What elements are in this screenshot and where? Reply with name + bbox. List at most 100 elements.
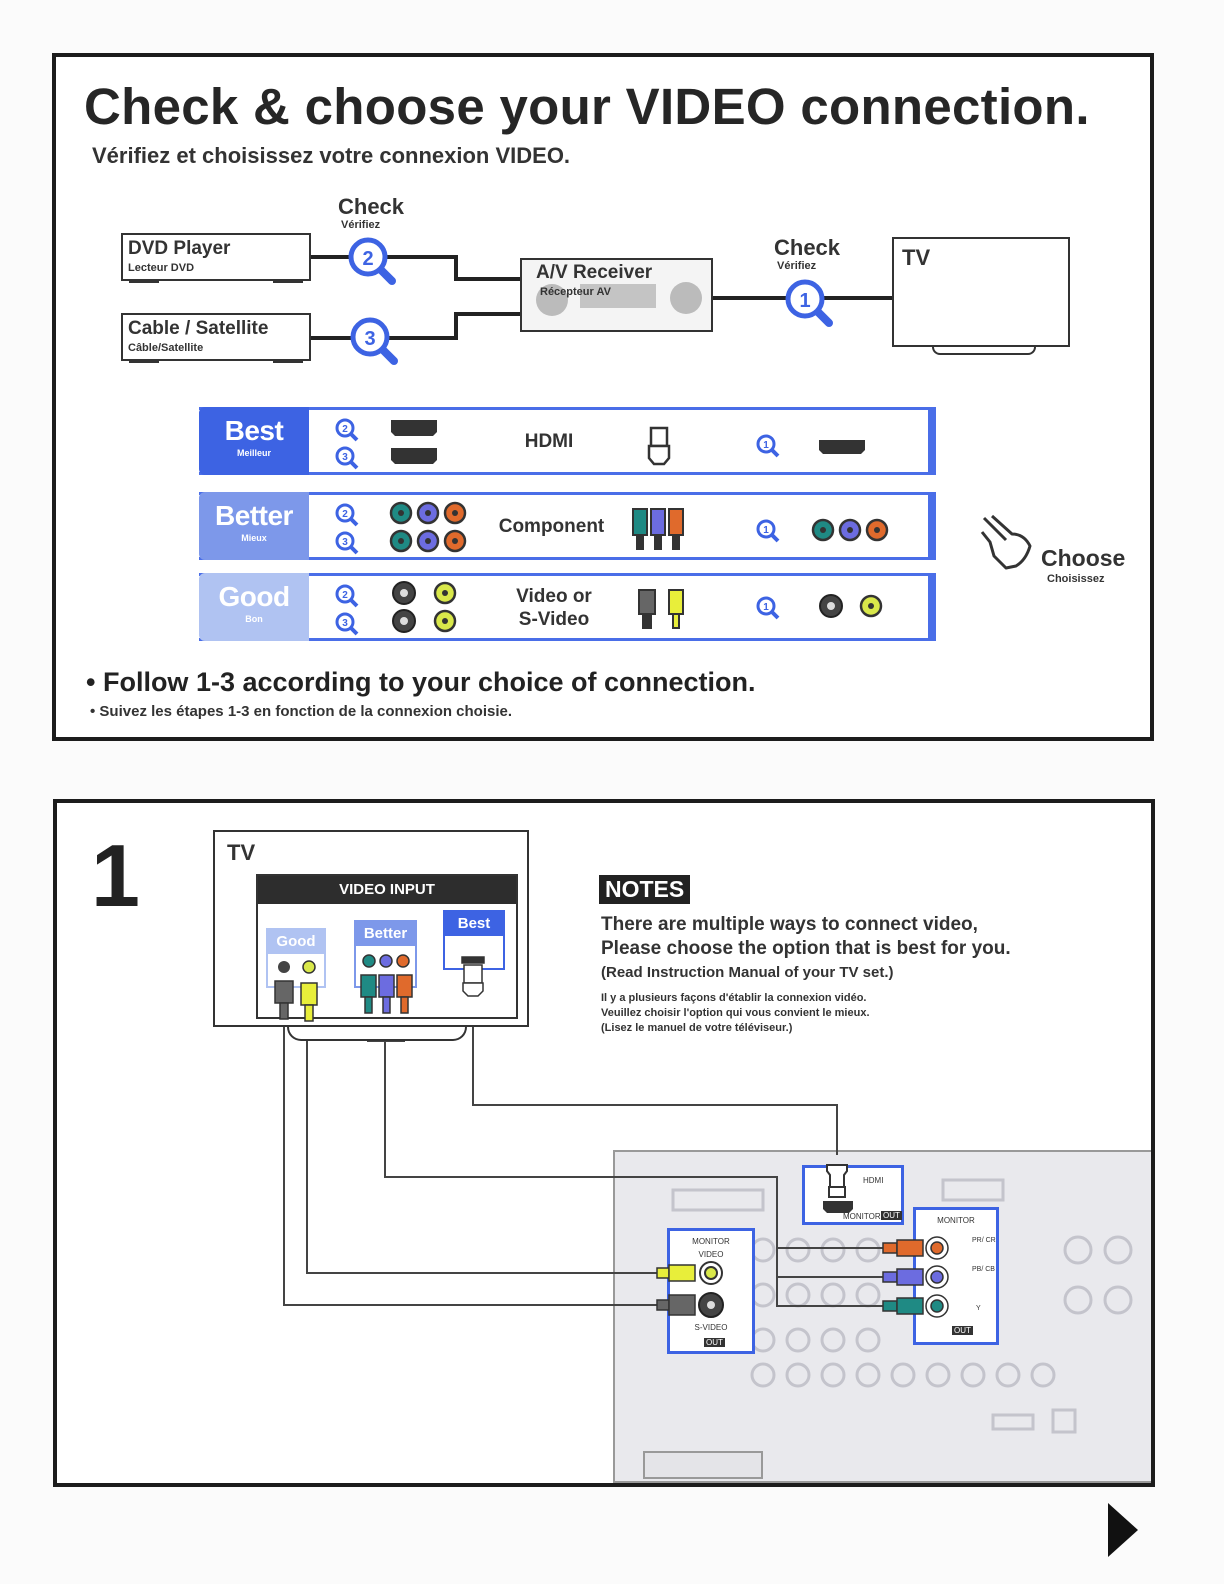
receiver-jack-grid bbox=[671, 1178, 1133, 1434]
hdmi-port-icon bbox=[819, 440, 865, 454]
cable-satellite-device: Cable / Satellite Câble/Satellite bbox=[121, 313, 311, 363]
svideo-plug-icon bbox=[638, 589, 656, 629]
dvd-player-device: DVD Player Lecteur DVD bbox=[121, 233, 311, 283]
hdmi-plug-icon bbox=[647, 426, 671, 466]
svg-text:2: 2 bbox=[342, 590, 348, 601]
composite-plug-icon bbox=[656, 1261, 723, 1285]
check-label-left: Check bbox=[338, 194, 405, 219]
cable-satellite-label: Cable / Satellite bbox=[128, 318, 269, 339]
notes-line-fr: Il y a plusieurs façons d'établir la con… bbox=[601, 992, 867, 1004]
tier-badge-label-fr: Meilleur bbox=[236, 448, 271, 458]
av-receiver-label-fr: Récepteur AV bbox=[540, 286, 611, 298]
magnifier-icon: 2 3 bbox=[335, 418, 359, 470]
tier-label-video: Video or S-Video bbox=[499, 585, 609, 631]
notes-title: NOTES bbox=[599, 875, 691, 904]
receiver-display bbox=[580, 284, 656, 308]
video-connection-panel: Check & choose your VIDEO connection. Vé… bbox=[52, 53, 1154, 741]
av-receiver-label: A/V Receiver bbox=[536, 262, 653, 283]
component-plug-icon bbox=[882, 1236, 949, 1318]
out-badge: OUT bbox=[704, 1338, 725, 1347]
svg-text:1: 1 bbox=[763, 602, 769, 613]
svideo-jack-icon bbox=[392, 581, 416, 633]
follow-instruction-fr: • Suivez les étapes 1-3 en fonction de l… bbox=[90, 703, 513, 720]
magnifier-icon: 1 bbox=[785, 279, 833, 327]
step-badge-1: 1 bbox=[799, 290, 810, 312]
tier-badge-better: Better Mieux bbox=[199, 492, 309, 560]
tv-input-good: Good bbox=[266, 928, 326, 988]
composite-plug-icon bbox=[300, 960, 318, 1022]
device-foot bbox=[129, 279, 159, 283]
video-label: VIDEO bbox=[698, 1250, 724, 1259]
check-label-left-fr: Vérifiez bbox=[341, 219, 381, 231]
choose-label-fr: Choisissez bbox=[1047, 573, 1105, 585]
svideo-composite-connectors: 2 3 1 bbox=[335, 581, 883, 636]
step-badge-3: 3 bbox=[364, 328, 375, 350]
svg-text:1: 1 bbox=[763, 440, 769, 451]
magnifier-icon: 1 bbox=[756, 596, 780, 620]
notes-line-fr: Veuillez choisir l'option qui vous convi… bbox=[601, 1007, 870, 1019]
notes-english: There are multiple ways to connect video… bbox=[601, 913, 1011, 985]
tier-row-best: Best Meilleur HDMI 2 3 1 bbox=[199, 407, 936, 475]
receiver-video-jacks bbox=[656, 1261, 724, 1318]
svg-text:3: 3 bbox=[342, 618, 348, 629]
svideo-plug-icon bbox=[656, 1292, 724, 1318]
tier-label-video-line2: S-Video bbox=[518, 609, 590, 630]
step-number: 1 bbox=[91, 826, 140, 925]
hdmi-plug-icon bbox=[461, 956, 485, 997]
receiver-out-badge: OUT bbox=[881, 1211, 902, 1220]
next-page-arrow-icon[interactable] bbox=[1105, 1500, 1145, 1560]
out-badge: OUT bbox=[952, 1326, 973, 1335]
dvd-player-label-fr: Lecteur DVD bbox=[128, 262, 195, 274]
magnifier-icon: 1 bbox=[756, 519, 780, 543]
magnifier-icon: 2 bbox=[348, 237, 396, 285]
notes-line: (Read Instruction Manual of your TV set.… bbox=[601, 964, 894, 981]
notes-french: Il y a plusieurs façons d'établir la con… bbox=[601, 991, 870, 1036]
tier-badge-label: Good bbox=[218, 581, 290, 612]
tier-label-hdmi: HDMI bbox=[524, 431, 574, 452]
tv-input-plugs bbox=[274, 954, 485, 1022]
svideo-label: S-VIDEO bbox=[694, 1323, 728, 1332]
tv-input-best-label: Best bbox=[445, 912, 503, 936]
av-receiver-device: A/V Receiver Récepteur AV bbox=[520, 258, 713, 332]
tv-device: TV bbox=[892, 237, 1070, 347]
page-subtitle: Vérifiez et choisissez votre connexion V… bbox=[92, 143, 571, 168]
cable-satellite-label-fr: Câble/Satellite bbox=[128, 342, 204, 354]
tv-input-good-label: Good bbox=[268, 930, 324, 954]
hand-pointer-icon bbox=[980, 514, 1032, 570]
device-foot bbox=[129, 359, 159, 363]
magnifier-icon: 2 3 bbox=[335, 503, 359, 555]
tv-input-better-label: Better bbox=[356, 922, 415, 946]
composite-plug-icon bbox=[668, 589, 684, 629]
receiver-knob bbox=[536, 284, 568, 316]
notes-line-fr: (Lisez le manuel de votre téléviseur.) bbox=[601, 1022, 793, 1034]
tier-badge-label-fr: Bon bbox=[245, 614, 263, 624]
component-connectors: 2 3 1 bbox=[335, 501, 889, 555]
tier-badge-best: Best Meilleur bbox=[199, 407, 309, 475]
notes-line: Please choose the option that is best fo… bbox=[601, 938, 1011, 959]
device-foot bbox=[273, 359, 303, 363]
tier-badge-good: Good Bon bbox=[199, 573, 309, 641]
magnifier-icon: 1 bbox=[756, 434, 780, 458]
hdmi-plug-icon bbox=[823, 1164, 853, 1213]
tier-badge-label: Better bbox=[215, 500, 293, 531]
pb-label: PB/ CB bbox=[972, 1266, 995, 1273]
magnifier-icon: 2 3 bbox=[335, 584, 359, 636]
device-foot bbox=[273, 279, 303, 283]
follow-instruction: • Follow 1-3 according to your choice of… bbox=[86, 667, 756, 697]
svg-text:2: 2 bbox=[342, 424, 348, 435]
check-label-right: Check bbox=[774, 235, 841, 260]
pr-label: PR/ CR bbox=[972, 1237, 996, 1244]
notes-line: There are multiple ways to connect video… bbox=[601, 914, 978, 935]
receiver-hdmi-label: HDMI bbox=[863, 1176, 884, 1185]
composite-jack-icon bbox=[433, 581, 457, 633]
tier-badge-label: Best bbox=[224, 415, 284, 446]
dvd-player-label: DVD Player bbox=[128, 238, 231, 259]
component-plug-icon bbox=[632, 508, 684, 550]
y-label: Y bbox=[976, 1305, 981, 1312]
choose-label: Choose bbox=[1041, 545, 1126, 571]
cables bbox=[283, 973, 883, 1307]
step1-panel: 1 TV VIDEO INPUT bbox=[53, 799, 1155, 1487]
video-input-header: VIDEO INPUT bbox=[258, 876, 516, 904]
receiver-component-jacks bbox=[882, 1236, 949, 1318]
receiver-knob bbox=[670, 282, 702, 314]
